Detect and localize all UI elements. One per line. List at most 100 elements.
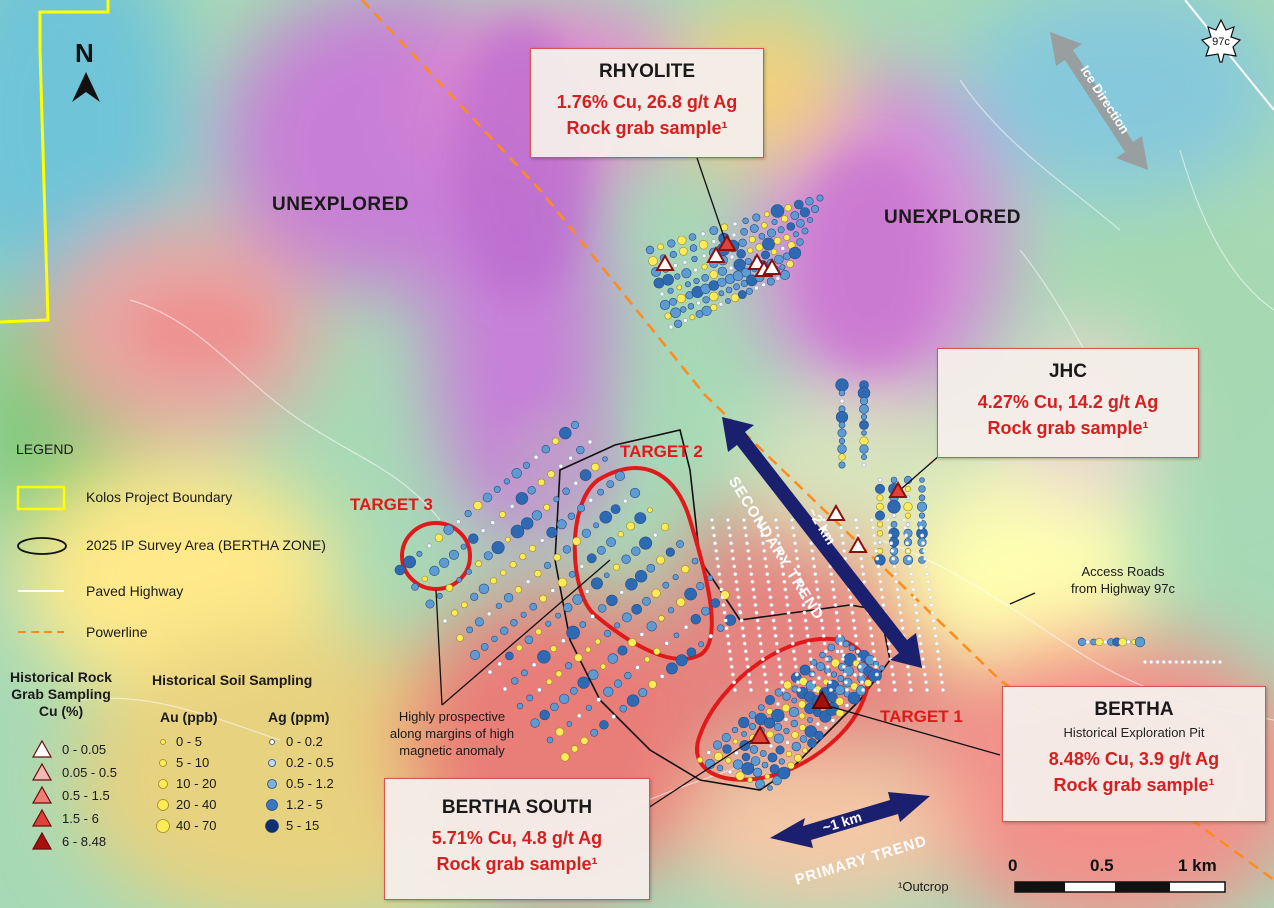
- soil-sample-dot: [716, 764, 724, 772]
- soil-sample-dot: [755, 779, 765, 789]
- legend-powerline: Powerline: [86, 624, 148, 640]
- soil-sample-dot: [555, 727, 565, 737]
- soil-sample-dot: [859, 404, 869, 414]
- soil-sample-dot: [533, 454, 539, 460]
- soil-sample-dot: [606, 480, 615, 488]
- soil-sample-dot: [672, 574, 679, 581]
- soil-sample-dot: [786, 222, 796, 231]
- soil-sample-dot: [773, 237, 782, 245]
- target-2-label[interactable]: TARGET 2: [620, 442, 703, 461]
- soil-sample-dot: [731, 232, 737, 238]
- soil-sample-dot: [448, 549, 459, 560]
- soil-sample-dot: [676, 293, 686, 304]
- soil-sample-dot: [700, 231, 706, 237]
- soil-sample-dot: [835, 697, 845, 706]
- soil-sample-dot: [809, 541, 814, 546]
- soil-sample-dot: [784, 204, 792, 212]
- soil-sample-dot: [792, 533, 797, 538]
- soil-sample-dot: [745, 541, 750, 546]
- soil-sample-dot: [774, 641, 779, 646]
- soil-sample-dot: [599, 720, 609, 730]
- soil-sample-dot: [491, 541, 505, 555]
- soil-sample-dot: [790, 211, 800, 220]
- soil-sample-dot: [560, 752, 570, 762]
- soil-sample-dot: [669, 297, 677, 306]
- soil-sample-dot: [745, 287, 753, 295]
- soil-sample-dot: [606, 537, 616, 548]
- soil-sample-dot: [445, 584, 454, 592]
- target-3-label[interactable]: TARGET 3: [350, 495, 433, 514]
- soil-sample-dot: [877, 477, 883, 483]
- soil-sample-dot: [570, 420, 580, 430]
- soil-sample-dot: [515, 492, 529, 505]
- soil-sample-dot: [577, 504, 586, 513]
- soil-sample-dot: [895, 587, 900, 592]
- soil-sample-dot: [934, 641, 939, 646]
- soil-sample-dot: [537, 650, 551, 664]
- soil-sample-dot: [550, 645, 557, 653]
- soil-sample-dot: [822, 641, 827, 646]
- soil-sample-dot: [642, 596, 651, 606]
- soil-sample-dot: [879, 587, 884, 592]
- soil-sample-dot: [468, 533, 479, 544]
- target-1-label[interactable]: TARGET 1: [880, 707, 963, 726]
- soil-sample-dot: [511, 677, 519, 685]
- soil-sample-dot: [515, 644, 523, 652]
- soil-sample-dot: [864, 679, 872, 687]
- soil-sample-dot: [791, 697, 798, 704]
- soil-sample-dot: [721, 603, 726, 607]
- soil-sample-dot: [626, 521, 635, 531]
- soil-sample-dot: [748, 722, 756, 730]
- soil-sample-dot: [810, 659, 818, 666]
- soil-sample-dot: [731, 556, 736, 561]
- callout-rhyolite[interactable]: RHYOLITE 1.76% Cu, 26.8 g/t Ag Rock grab…: [530, 48, 764, 158]
- soil-sample-dot: [743, 649, 748, 654]
- soil-sample-dot: [588, 669, 599, 680]
- callout-bertha-south[interactable]: BERTHA SOUTH 5.71% Cu, 4.8 g/t Ag Rock g…: [384, 778, 650, 900]
- soil-sample-dot: [421, 575, 428, 583]
- soil-sample-dot: [509, 561, 517, 569]
- soil-sample-dot: [823, 525, 827, 530]
- soil-sample-dot: [613, 679, 623, 688]
- soil-sample-dot: [455, 519, 461, 525]
- soil-sample-dot: [794, 664, 798, 669]
- legend-rock-triangle: [31, 739, 53, 758]
- soil-sample-dot: [597, 545, 606, 555]
- soil-sample-dot: [519, 553, 527, 561]
- soil-sample-dot: [817, 603, 822, 607]
- soil-sample-dot: [770, 610, 775, 615]
- soil-sample-dot: [434, 533, 444, 542]
- soil-sample-dot: [590, 577, 603, 590]
- soil-sample-dot: [539, 709, 550, 721]
- soil-sample-dot: [860, 453, 867, 460]
- soil-sample-dot: [676, 597, 686, 607]
- soil-sample-dot: [756, 626, 761, 631]
- scale-label-1km: 1 km: [1178, 856, 1217, 875]
- soil-sample-dot: [774, 688, 783, 697]
- soil-sample-dot: [564, 662, 573, 670]
- soil-sample-dot: [780, 246, 786, 251]
- soil-sample-dot: [724, 626, 729, 631]
- soil-sample-dot: [918, 518, 922, 522]
- legend-au-heading: Au (ppb): [160, 709, 218, 725]
- soil-sample-dot: [701, 273, 709, 282]
- soil-sample-dot: [913, 603, 918, 607]
- soil-sample-dot: [921, 541, 926, 546]
- callout-bertha[interactable]: BERTHA Historical Exploration Pit 8.48% …: [1002, 686, 1266, 822]
- scale-label-0-5: 0.5: [1090, 856, 1114, 875]
- soil-sample-dot: [1134, 636, 1146, 648]
- soil-sample-dot: [785, 750, 793, 758]
- soil-sample-dot: [795, 672, 799, 677]
- target-1-outline: [695, 636, 871, 782]
- soil-sample-dot: [850, 610, 855, 615]
- soil-sample-dot: [772, 626, 777, 631]
- note-prospective-line-1: Highly prospective: [398, 709, 506, 724]
- callout-jhc[interactable]: JHC 4.27% Cu, 14.2 g/t Ag Rock grab samp…: [937, 348, 1199, 458]
- soil-sample-dot: [566, 625, 580, 640]
- soil-sample-dot: [904, 533, 909, 538]
- soil-sample-dot: [579, 621, 587, 628]
- soil-sample-dot: [859, 444, 869, 454]
- soil-sample-dot: [731, 672, 735, 677]
- soil-sample-dot: [668, 324, 674, 330]
